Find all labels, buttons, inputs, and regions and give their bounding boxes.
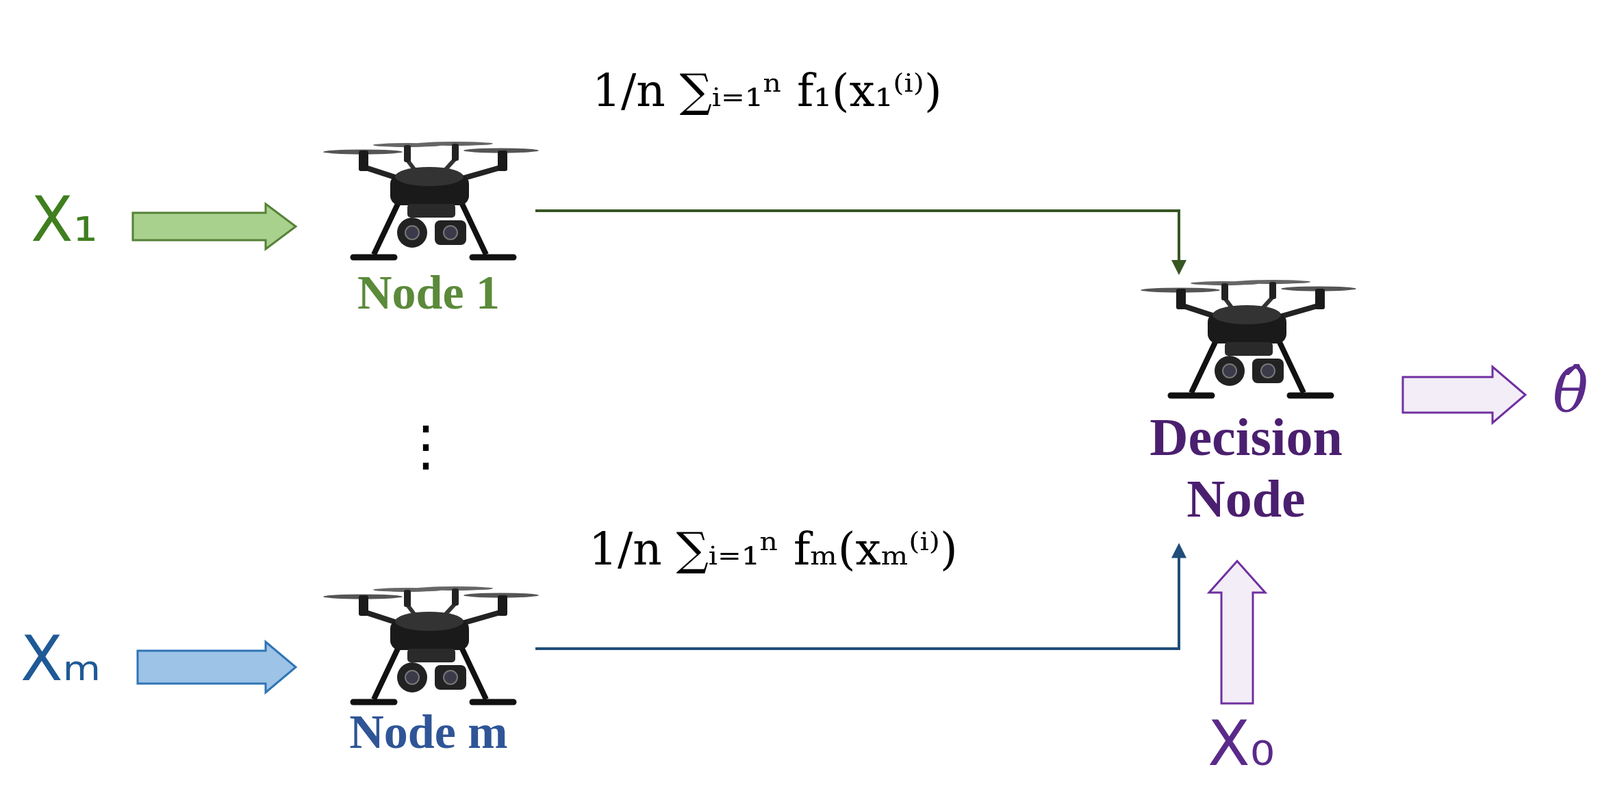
input-arrow [132,204,296,250]
drone-node: Decision Node [1110,275,1382,543]
drone-space [1110,275,1382,407]
input-symbol: Xₘ [20,628,102,691]
drone-picture [323,141,539,258]
edge-formula: 1/n ∑ᵢ₌₁ⁿ f₁(x₁⁽ⁱ⁾) [592,62,943,120]
edge-formula: 1/n ∑ᵢ₌₁ⁿ fₘ(xₘ⁽ⁱ⁾) [588,521,958,579]
drone-node: Node 1 [321,136,536,326]
input-arrow [137,642,296,693]
drone-space [321,136,536,266]
input-symbol: X₁ [30,188,98,251]
node-label: Node 1 [357,265,500,322]
drone-picture [1140,280,1357,396]
estimate-symbol: θ̂ [1552,361,1589,421]
input-symbol: X₀ [1207,713,1275,776]
drone-picture [323,586,539,703]
node-label: Node m [349,705,508,761]
ellipsis-dots: ⋮ [398,418,454,474]
connector [535,210,1187,276]
drone-space [321,581,536,706]
drone-node: Node m [321,581,536,765]
input-arrow [1209,561,1266,704]
node-label: Decision Node [1110,406,1382,530]
output-arrow [1402,366,1526,424]
